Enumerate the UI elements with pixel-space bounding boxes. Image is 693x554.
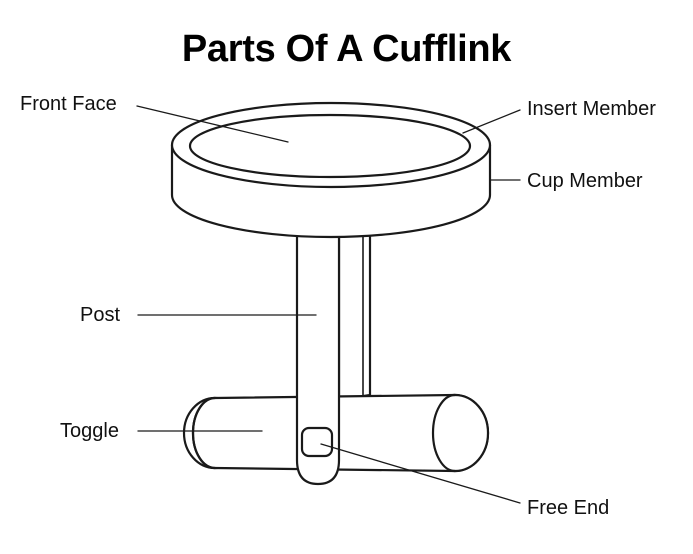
free-end-leader (320, 443, 521, 504)
post-back-rail (337, 230, 372, 402)
label-insert-member: Insert Member (527, 98, 656, 120)
insert-member-leader (462, 109, 521, 134)
label-post: Post (80, 304, 121, 326)
label-front-face: Front Face (20, 93, 117, 115)
post-front (295, 230, 341, 486)
front-face-leader (136, 105, 289, 143)
diagram-title: Parts Of A Cufflink (181, 28, 512, 70)
label-toggle: Toggle (60, 420, 119, 442)
toggle-bar (182, 393, 490, 473)
label-cup-member: Cup Member (527, 170, 643, 192)
free-end-slot (300, 426, 334, 458)
toggle-body (191, 393, 490, 473)
insert-member-face (188, 113, 472, 179)
toggle-left-edge (191, 396, 217, 470)
label-free-end: Free End (527, 497, 610, 519)
toggle-right-edge (431, 393, 457, 473)
